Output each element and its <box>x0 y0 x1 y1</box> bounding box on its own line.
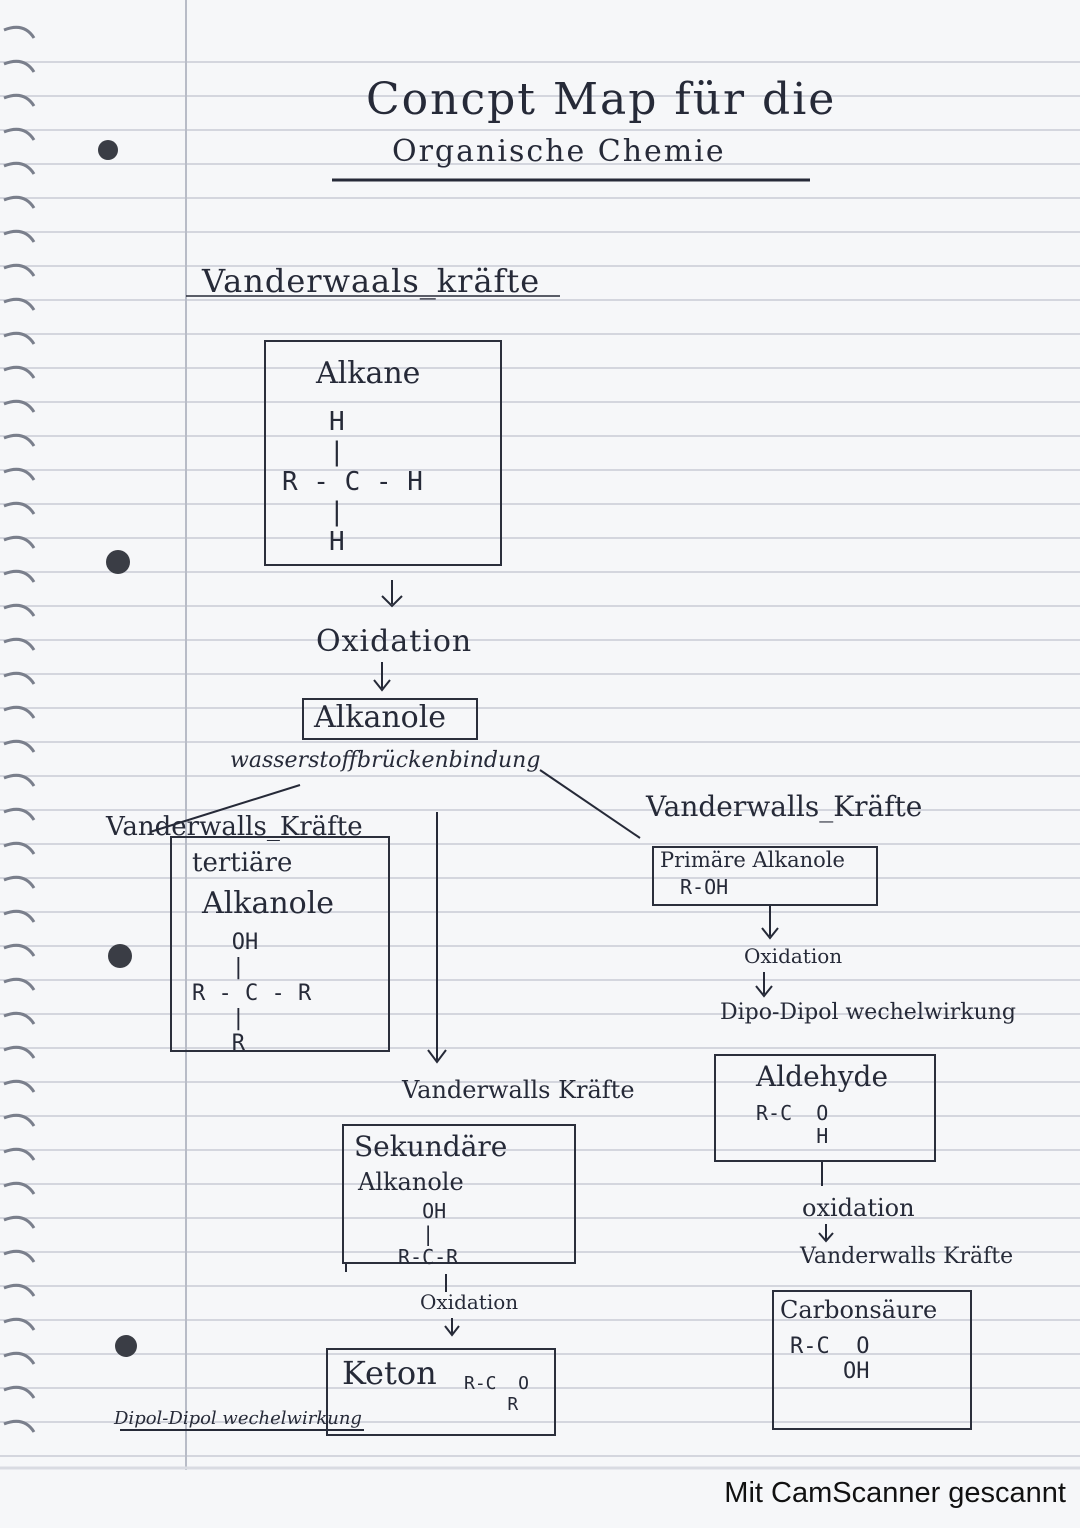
title-line-2: Organische Chemie <box>392 134 726 169</box>
secondary-formula: OH | R-C-R <box>398 1199 459 1269</box>
secondary-name-line-1: Sekundäre <box>354 1130 508 1163</box>
primary-formula: R-OH <box>680 875 729 899</box>
middle-oxidation: Oxidation <box>420 1290 519 1314</box>
secondary-name-line-2: Alkanole <box>358 1168 464 1196</box>
alkanole-box: Alkanole <box>302 698 478 740</box>
alkane-box: Alkane H | R - C - H | H <box>264 340 502 566</box>
oxidation-1: Oxidation <box>316 624 473 659</box>
right-force-1: Dipo-Dipol wechelwirkung <box>720 1000 1017 1025</box>
top-label: Vanderwaals_kräfte <box>202 262 541 300</box>
carbonsaure-name: Carbonsäure <box>780 1296 938 1324</box>
alkanole-name: Alkanole <box>314 700 447 735</box>
tertiary-name-line-2: Alkanole <box>202 886 335 921</box>
secondary-alkanole-box: Sekundäre Alkanole OH | R-C-R <box>342 1124 576 1269</box>
right-oxidation-2: oxidation <box>802 1194 915 1222</box>
primary-name: Primäre Alkanole <box>660 848 845 872</box>
keton-force: Dipol-Dipol wechelwirkung <box>114 1408 362 1429</box>
right-oxidation-1: Oxidation <box>744 944 843 968</box>
aldehyde-box: Aldehyde R-C O H <box>714 1054 936 1162</box>
alkane-formula: H | R - C - H | H <box>282 407 423 557</box>
tertiary-alkanole-box: tertiäre Alkanole OH | R - C - R | R <box>170 836 390 1056</box>
tertiary-formula: OH | R - C - R | R <box>192 930 312 1057</box>
right-branch-label: Vanderwalls_Kräfte <box>646 790 923 823</box>
aldehyde-formula: R-C O H <box>756 1101 829 1148</box>
middle-branch-label: Vanderwalls Kräfte <box>402 1076 635 1104</box>
spiral-binding <box>3 25 36 1433</box>
scanner-watermark: Mit CamScanner gescannt <box>724 1477 1066 1509</box>
carbonsaure-box: Carbonsäure R-C O OH <box>772 1290 972 1430</box>
connectors <box>120 580 834 1431</box>
ruled-lines <box>0 61 1080 1457</box>
alkanole-bond-label: wasserstoffbrückenbindung <box>230 748 541 773</box>
carbonsaure-formula: R-C O OH <box>790 1334 870 1385</box>
title-line-1: Concpt Map für die <box>366 74 837 125</box>
right-force-2: Vanderwalls Kräfte <box>800 1244 1014 1269</box>
keton-box: Keton R-C O R <box>326 1348 556 1436</box>
tertiary-name-line-1: tertiäre <box>192 848 293 878</box>
aldehyde-name: Aldehyde <box>756 1060 889 1093</box>
punch-holes <box>98 140 137 1357</box>
primary-alkanole-box: Primäre Alkanole R-OH <box>652 846 878 906</box>
keton-name: Keton <box>342 1354 437 1392</box>
keton-formula: R-C O R <box>464 1373 530 1415</box>
alkane-name: Alkane <box>316 356 421 391</box>
